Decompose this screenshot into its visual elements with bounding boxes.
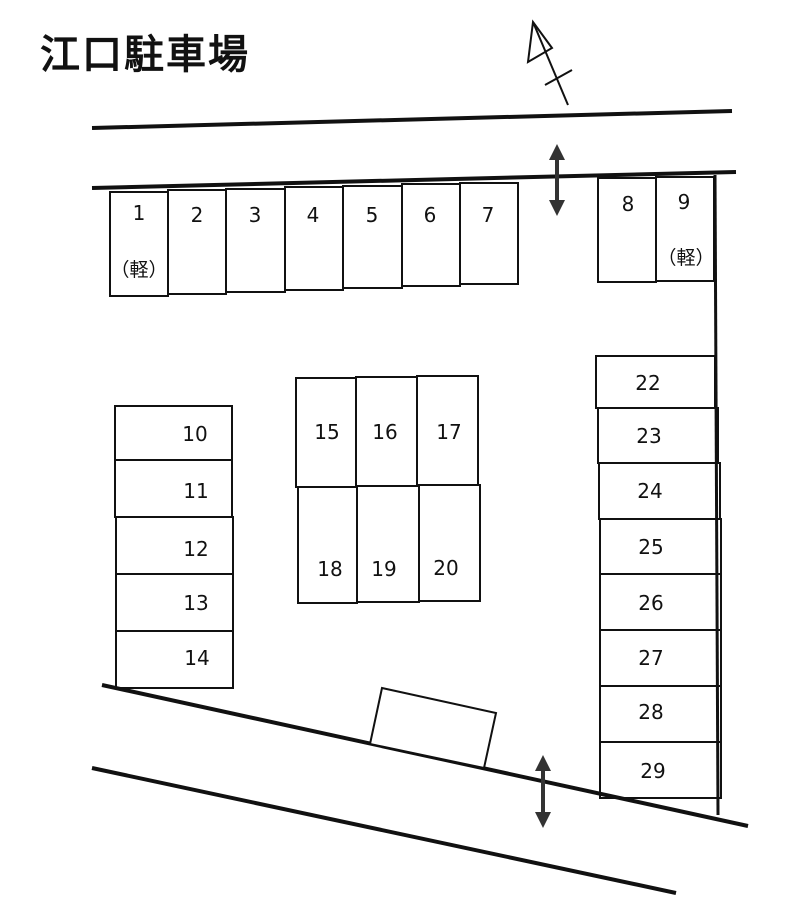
road-edge-bottom: [91, 766, 677, 895]
space-label-9: 9: [678, 190, 691, 214]
space-label-10: 10: [182, 422, 207, 446]
road-edge-top: [91, 109, 733, 130]
left-column-spaces: [114, 405, 234, 689]
space-label-2: 2: [191, 203, 204, 227]
space-label-1: 1: [133, 201, 146, 225]
space-label-11: 11: [183, 479, 208, 503]
space-label-3: 3: [249, 203, 262, 227]
space-label-20: 20: [433, 556, 458, 580]
page-title: 江口駐車場: [40, 32, 250, 78]
space-label-18: 18: [317, 557, 342, 581]
space-label-29: 29: [640, 759, 665, 783]
top-right-spaces: [597, 176, 715, 283]
space-label-16: 16: [372, 420, 397, 444]
space-label-23: 23: [636, 424, 661, 448]
compass-icon: [526, 19, 573, 106]
space-label-5: 5: [366, 203, 379, 227]
space-note-1: （軽）: [110, 259, 167, 281]
space-note-9: （軽）: [657, 247, 714, 269]
space-label-4: 4: [307, 203, 320, 227]
right-column-spaces: [595, 355, 722, 799]
space-label-24: 24: [637, 479, 662, 503]
space-label-25: 25: [638, 535, 663, 559]
space-label-19: 19: [371, 557, 396, 581]
space-label-15: 15: [314, 420, 339, 444]
space-label-13: 13: [183, 591, 208, 615]
space-label-12: 12: [183, 537, 208, 561]
small-structure: [368, 686, 498, 770]
space-label-28: 28: [638, 700, 663, 724]
space-label-8: 8: [622, 192, 635, 216]
center-block-spaces: [295, 375, 481, 604]
space-label-22: 22: [635, 371, 660, 395]
lot-edge-right: [713, 174, 720, 816]
space-label-26: 26: [638, 591, 663, 615]
space-label-6: 6: [424, 203, 437, 227]
space-label-14: 14: [184, 646, 209, 670]
space-label-17: 17: [436, 420, 461, 444]
top-row-spaces: [109, 182, 519, 297]
space-label-7: 7: [482, 203, 495, 227]
lot-edge-top: [91, 170, 737, 190]
space-label-27: 27: [638, 646, 663, 670]
